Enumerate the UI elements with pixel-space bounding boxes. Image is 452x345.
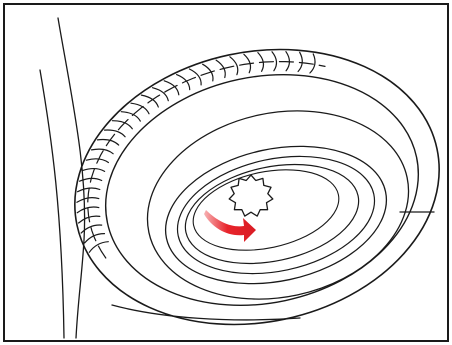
tread-groove [105, 130, 126, 137]
hub-nut-icon [229, 175, 273, 216]
tread-center-line [88, 62, 325, 258]
tread-groove [298, 52, 302, 71]
rim-ring-outer [153, 127, 400, 303]
rim-ring-mid [167, 139, 386, 290]
tire-tread-pattern [77, 52, 325, 258]
rotate-arrow-icon [204, 210, 256, 242]
tire-sidewall-edge [130, 88, 426, 323]
tread-groove [121, 112, 140, 121]
